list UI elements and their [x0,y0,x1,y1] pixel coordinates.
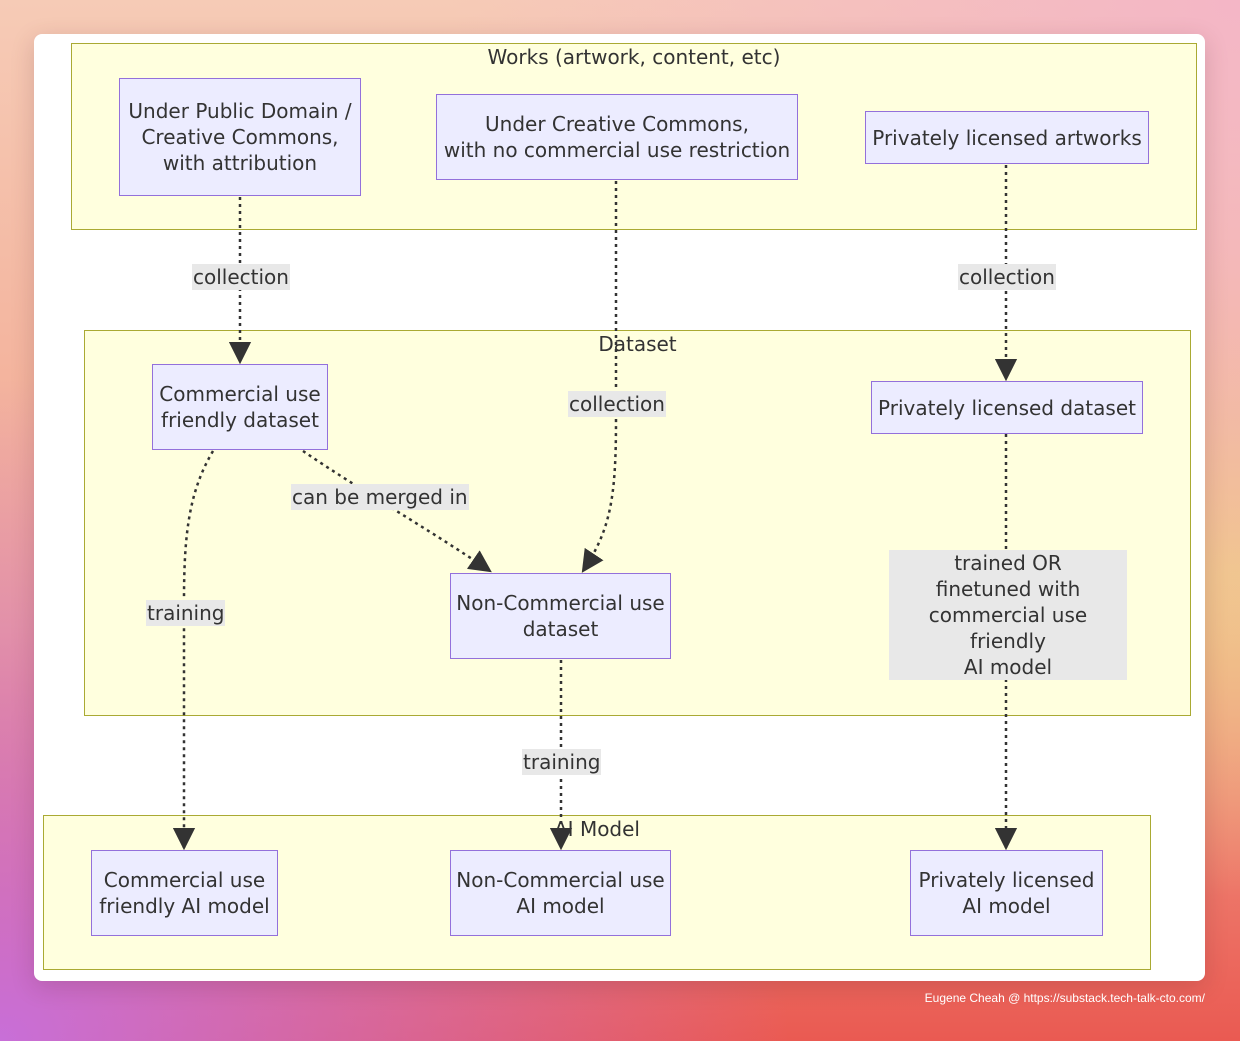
dataset-cluster-title: Dataset [598,332,677,356]
node-private-model: Privately licensed AI model [910,850,1103,936]
edge-label-collection-center: collection [568,391,666,417]
edge-label-training-center: training [522,749,602,775]
edge-label-collection-right: collection [958,264,1056,290]
node-public-domain: Under Public Domain / Creative Commons, … [119,78,361,196]
edge-label-merged: can be merged in [291,484,469,510]
node-commercial-model: Commercial use friendly AI model [91,850,278,936]
edge-cc-to-noncommercial-dataset [581,181,618,573]
node-noncommercial-dataset: Non-Commercial use dataset [450,573,671,659]
node-private-artworks: Privately licensed artworks [865,111,1149,164]
edge-commercial-dataset-to-noncommercial-dataset [302,449,492,573]
footer-credit: Eugene Cheah @ https://substack.tech-tal… [924,991,1205,1005]
edge-label-trained-finetuned: trained OR finetuned with commercial use… [889,550,1127,680]
node-commercial-dataset: Commercial use friendly dataset [152,364,328,450]
node-private-dataset: Privately licensed dataset [871,381,1143,434]
works-cluster-title: Works (artwork, content, etc) [487,45,781,69]
edge-label-training-left: training [146,600,226,626]
node-noncommercial-model: Non-Commercial use AI model [450,850,671,936]
node-creative-commons: Under Creative Commons, with no commerci… [436,94,798,180]
edge-commercial-dataset-to-commercial-model [172,450,215,851]
edge-label-collection-left: collection [192,264,290,290]
